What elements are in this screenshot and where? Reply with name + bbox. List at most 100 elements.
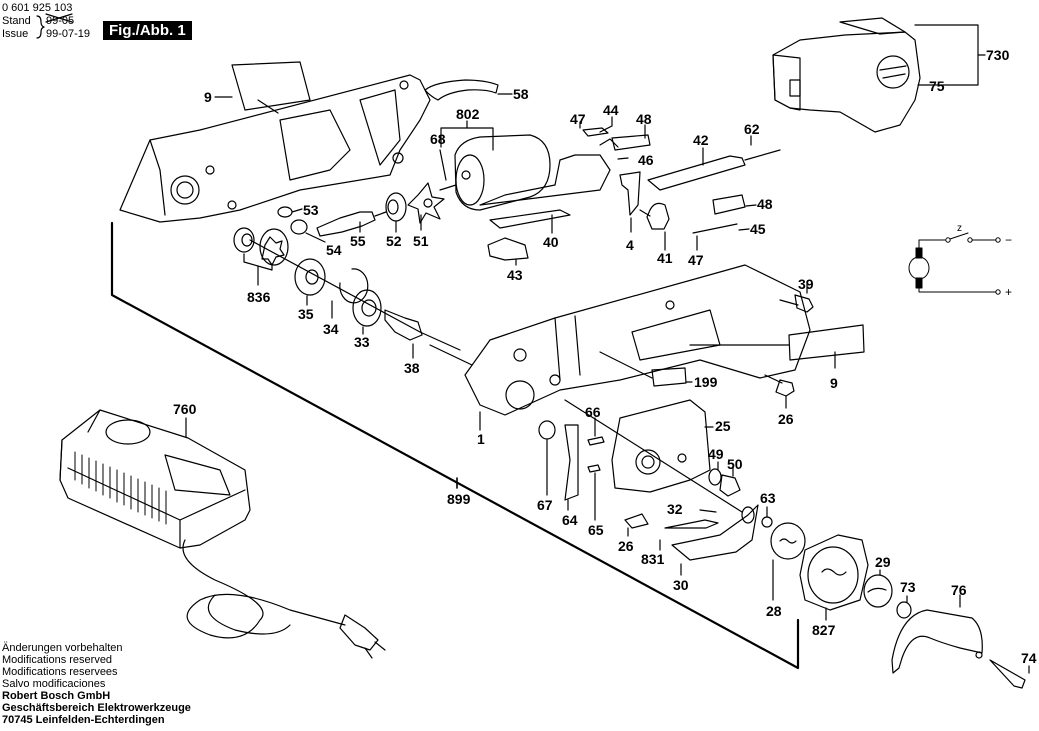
part-label-50: 50	[727, 456, 743, 472]
part-label-28: 28	[766, 603, 782, 619]
switch-assembly	[479, 127, 781, 234]
part-label-25: 25	[715, 418, 731, 434]
leader-730	[914, 24, 979, 86]
part-label-30: 30	[673, 577, 689, 593]
bearing-52	[385, 192, 407, 222]
part-label-53: 53	[303, 202, 319, 218]
issue-date: 99-07-19	[46, 28, 91, 40]
circuit-plus: +	[1005, 285, 1013, 299]
gear-housing	[119, 61, 431, 223]
part-label-730: 730	[986, 47, 1010, 63]
part-label-52: 52	[386, 233, 402, 249]
part-label-75: 75	[929, 78, 945, 94]
part-label-44: 44	[603, 102, 619, 118]
part-label-802: 802	[456, 106, 480, 122]
bracket-64-pins	[538, 420, 605, 501]
part-label-32: 32	[667, 501, 683, 517]
part-label-9-right: 9	[830, 375, 838, 391]
footer-notice: Änderungen vorbehalten Modifications res…	[2, 642, 191, 726]
part-label-26-left: 26	[618, 538, 634, 554]
part-label-34: 34	[323, 321, 339, 337]
part-label-29: 29	[875, 554, 891, 570]
part-label-62: 62	[744, 121, 760, 137]
part-label-47-bottom: 47	[688, 252, 704, 268]
disc-28	[770, 522, 806, 560]
part-label-64: 64	[562, 512, 578, 528]
part-label-47-top: 47	[570, 111, 586, 127]
part-label-42: 42	[693, 132, 709, 148]
part-label-43: 43	[507, 267, 523, 283]
screw-74	[989, 659, 1026, 689]
bush-54	[290, 219, 308, 235]
part-label-48-top: 48	[636, 111, 652, 127]
part-label-1: 1	[477, 431, 485, 447]
part-label-41: 41	[657, 250, 673, 266]
footer-line-de: Änderungen vorbehalten	[2, 642, 123, 654]
figure-badge: Fig./Abb. 1	[103, 21, 192, 40]
worm-55	[316, 211, 387, 237]
clip-58	[424, 79, 499, 101]
header-brace	[36, 13, 73, 39]
stand-date-crossed: 99-05	[46, 15, 75, 27]
footer-line-en: Modifications reserved	[2, 654, 113, 666]
footer-line-fr: Modifications reservees	[2, 666, 118, 678]
part-number: 0 601 925 103	[2, 2, 73, 14]
kit-bracket-899	[110, 221, 800, 670]
circuit-minus: −	[1005, 233, 1013, 247]
part-label-39: 39	[798, 276, 814, 292]
part-label-48-bottom: 48	[757, 196, 773, 212]
part-label-9-top: 9	[204, 89, 212, 105]
part-label-4: 4	[626, 237, 634, 253]
lever-43	[487, 237, 529, 261]
motor	[439, 134, 551, 211]
charger	[59, 409, 386, 659]
part-label-35: 35	[298, 306, 314, 322]
part-label-76: 76	[951, 582, 967, 598]
part-label-40: 40	[543, 234, 559, 250]
part-label-38: 38	[404, 360, 420, 376]
base-plate-30	[564, 399, 773, 561]
fan-51	[407, 182, 445, 224]
stand-label: Stand	[2, 15, 31, 27]
part-label-827: 827	[812, 622, 836, 638]
footer-address: 70745 Leinfelden-Echterdingen	[2, 714, 165, 726]
part-label-51: 51	[413, 233, 429, 249]
blade-guard-25	[611, 399, 711, 493]
guard-76	[891, 609, 983, 674]
part-label-68: 68	[430, 131, 446, 147]
disc-29	[863, 574, 893, 608]
disc-827	[799, 534, 869, 611]
leader-802	[440, 127, 494, 151]
part-label-836: 836	[247, 289, 271, 305]
part-label-55: 55	[350, 233, 366, 249]
part-label-65: 65	[588, 522, 604, 538]
circuit-switch-mark: z	[957, 223, 962, 234]
main-housing	[464, 264, 865, 416]
pin-49-50	[708, 468, 741, 497]
battery-pack	[772, 17, 921, 133]
issue-label: Issue	[2, 28, 29, 40]
part-label-199: 199	[694, 374, 718, 390]
sleeve-53	[277, 206, 293, 218]
part-label-63: 63	[760, 490, 776, 506]
part-label-58: 58	[513, 86, 529, 102]
part-label-66: 66	[585, 404, 601, 420]
part-label-67: 67	[537, 497, 553, 513]
part-label-45: 45	[750, 221, 766, 237]
spacer-73	[896, 601, 912, 619]
part-label-831: 831	[641, 551, 665, 567]
part-label-49: 49	[708, 446, 724, 462]
footer-line-es: Salvo modificaciones	[2, 678, 106, 690]
part-label-73: 73	[900, 579, 916, 595]
part-label-760: 760	[173, 401, 197, 417]
gear-train	[233, 227, 461, 351]
part-label-899: 899	[447, 491, 471, 507]
footer-company: Robert Bosch GmbH	[2, 690, 111, 702]
part-label-26-right: 26	[778, 411, 794, 427]
part-label-74: 74	[1021, 650, 1037, 666]
part-label-46: 46	[638, 152, 654, 168]
footer-division: Geschäftsbereich Elektrowerkzeuge	[2, 702, 191, 714]
part-label-33: 33	[354, 334, 370, 350]
circuit-diagram	[908, 232, 1001, 295]
